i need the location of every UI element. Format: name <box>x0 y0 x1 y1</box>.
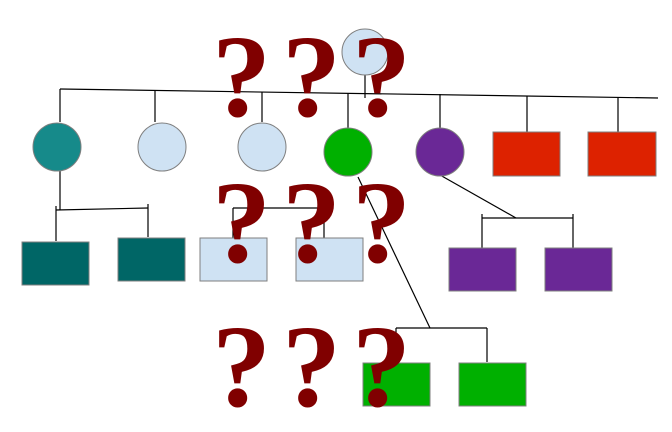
grandchild-3b-square-node <box>295 237 364 282</box>
connector-lines <box>55 72 659 362</box>
grandchild-1b-square-node <box>117 237 186 282</box>
question-mark: ? <box>282 11 341 142</box>
child-1-circle-node <box>32 122 82 172</box>
child-5-circle-node <box>415 127 465 177</box>
grandchild-5a-square-node <box>448 247 517 292</box>
nodes <box>21 28 657 407</box>
child-2-circle-node <box>137 122 187 172</box>
question-mark: ? <box>212 301 271 432</box>
grandchild-1a-square-node <box>21 241 90 286</box>
grandchild-4a-square-node <box>362 362 431 407</box>
question-mark: ? <box>352 11 411 142</box>
question-mark: ? <box>282 301 341 432</box>
child-3-circle-node <box>237 122 287 172</box>
question-mark: ? <box>282 157 341 288</box>
root-circle-node <box>341 28 389 76</box>
child-4-circle-node <box>323 127 373 177</box>
question-mark: ? <box>212 157 271 288</box>
question-marks: ? ? ? ? ? ? ? ? ? <box>212 11 411 432</box>
question-mark: ? <box>212 11 271 142</box>
question-mark: ? <box>352 301 411 432</box>
child-7-square-node <box>587 131 657 177</box>
grandchild-4b-square-node <box>458 362 527 407</box>
grandchild-3a-square-node <box>199 237 268 282</box>
grandchild-5b-square-node <box>544 247 613 292</box>
question-mark: ? <box>352 157 411 288</box>
child-6-square-node <box>492 131 561 177</box>
